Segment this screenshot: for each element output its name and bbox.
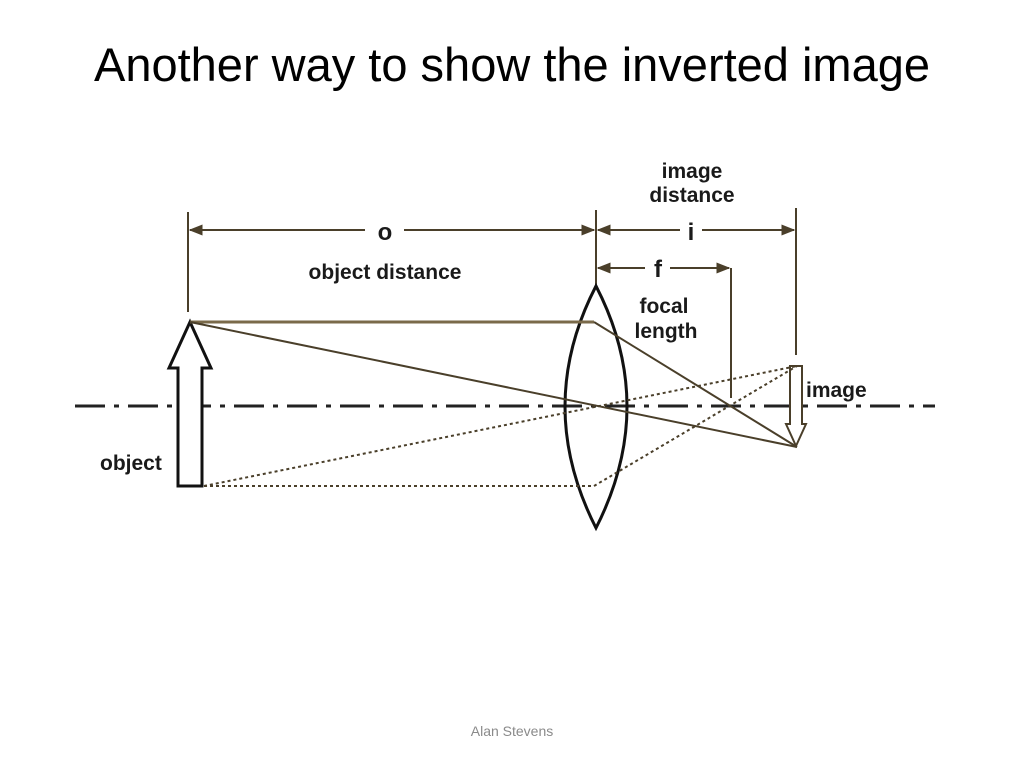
focal-length-label-line2: length (635, 320, 698, 343)
central-ray (189, 321, 798, 448)
object-distance-symbol: o (378, 219, 393, 246)
image-distance-symbol: i (688, 219, 695, 246)
convex-lens (563, 282, 629, 532)
refracted-ray (593, 321, 798, 448)
image-distance-label-line2: distance (649, 184, 734, 207)
focal-length-label-line1: focal (639, 295, 688, 318)
object-arrow (166, 318, 214, 488)
object-label: object (100, 452, 162, 475)
slide-footer: Alan Stevens (470, 723, 554, 739)
slide-title: Another way to show the inverted image (93, 38, 931, 91)
object-distance-label: object distance (309, 261, 462, 284)
focal-length-symbol: f (654, 256, 663, 283)
image-label: image (806, 379, 867, 402)
base-central-ray (203, 365, 798, 487)
image-arrow (784, 365, 808, 449)
image-distance-label-line1: image (662, 160, 723, 183)
